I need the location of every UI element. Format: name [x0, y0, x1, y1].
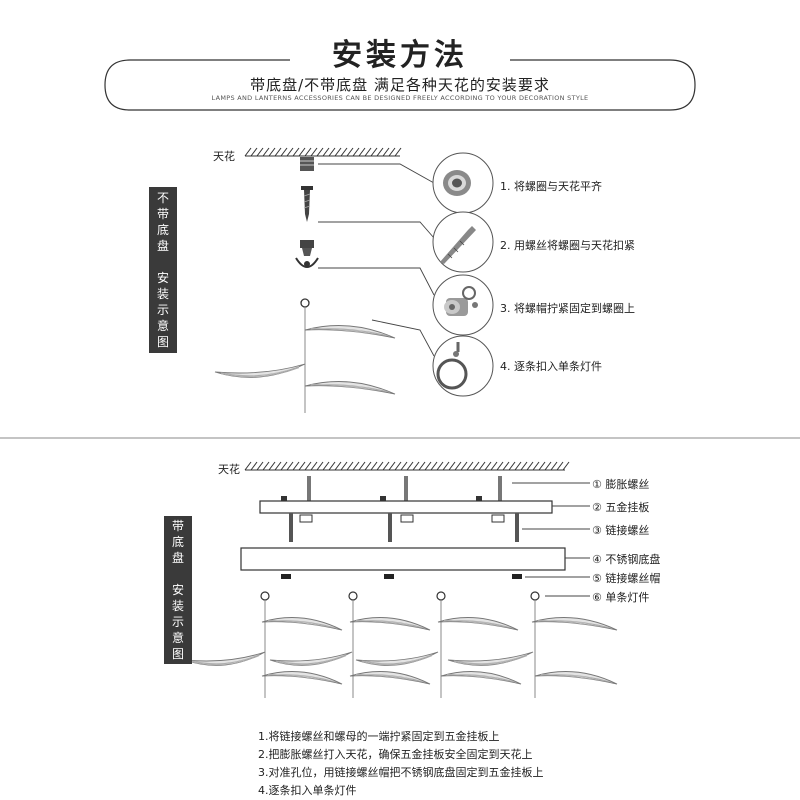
hanging-wires-2 [265, 600, 535, 698]
leaf-piece [305, 326, 395, 339]
ceiling-label-2: 天花 [218, 461, 240, 477]
stainless-base [241, 548, 565, 570]
step-1: 1. 将螺圈与天花平齐 [500, 178, 602, 194]
leaf-piece [438, 618, 518, 631]
leaf-piece [262, 672, 342, 685]
install-note-1: 1.将链接螺丝和螺母的一端拧紧固定到五金挂板上 [258, 728, 500, 744]
nut-cap-icon [296, 240, 318, 267]
side-label-with-base-text: 带 底 盘 安 装 示 意 图 [172, 518, 184, 662]
part-6-label: ⑥ 单条灯件 [592, 589, 649, 605]
side-label-no-base: 不 带 底 盘 安 装 示 意 图 [149, 187, 177, 353]
leaf-piece [185, 652, 265, 665]
page-tagline: LAMPS AND LANTERNS ACCESSORIES CAN BE DE… [0, 94, 800, 102]
install-note-2: 2.把膨胀螺丝打入天花，确保五金挂板安全固定到天花上 [258, 746, 533, 762]
screw-icon [301, 186, 313, 222]
part-leader-lines [512, 483, 590, 596]
leaf-piece [532, 618, 617, 631]
leaf-piece [305, 382, 395, 395]
side-label-no-base-text: 不 带 底 盘 安 装 示 意 图 [157, 190, 169, 350]
step-2: 2. 用螺丝将螺圈与天花扣紧 [500, 237, 635, 253]
ceiling-hatch-2 [245, 462, 569, 470]
page-title: 安装方法 [0, 30, 800, 74]
ring-detail-icon [443, 170, 471, 196]
expansion-screws [307, 476, 502, 501]
side-label-with-base: 带 底 盘 安 装 示 意 图 [164, 516, 192, 664]
link-screw-caps [281, 574, 522, 579]
plate-bolts [281, 496, 482, 501]
leaf-piece [535, 672, 617, 685]
leaf-piece [270, 652, 352, 665]
install-note-3: 3.对准孔位，用链接螺丝帽把不锈钢底盘固定到五金挂板上 [258, 764, 544, 780]
install-note-4: 4.逐条扣入单条灯件 [258, 782, 357, 798]
part-3-label: ③ 链接螺丝 [592, 522, 649, 538]
leaf-piece [350, 672, 430, 685]
part-1-label: ① 膨胀螺丝 [592, 476, 649, 492]
hardware-plate [260, 501, 552, 513]
leaf-piece [350, 618, 430, 631]
part-2-label: ② 五金挂板 [592, 499, 649, 515]
hook-ring [301, 299, 309, 307]
leaf-lamp-pieces-2 [185, 618, 617, 685]
link-screw-nuts [300, 515, 504, 522]
part-4-label: ④ 不锈钢底盘 [592, 551, 660, 567]
leaf-piece [262, 618, 342, 631]
leaf-piece [448, 652, 533, 665]
part-5-label: ⑤ 链接螺丝帽 [592, 570, 660, 586]
step-4: 4. 逐条扣入单条灯件 [500, 358, 602, 374]
hanging-hooks-2 [261, 592, 539, 600]
page-subtitle: 带底盘/不带底盘 满足各种天花的安装要求 [0, 74, 800, 95]
leaf-piece [215, 364, 305, 377]
ceiling-label-1: 天花 [213, 148, 235, 164]
step-3: 3. 将螺帽拧紧固定到螺圈上 [500, 300, 635, 316]
leaf-piece [356, 652, 438, 665]
threaded-ring [300, 157, 314, 171]
ceiling-hatch-1 [245, 148, 401, 156]
leaf-piece [441, 672, 521, 685]
